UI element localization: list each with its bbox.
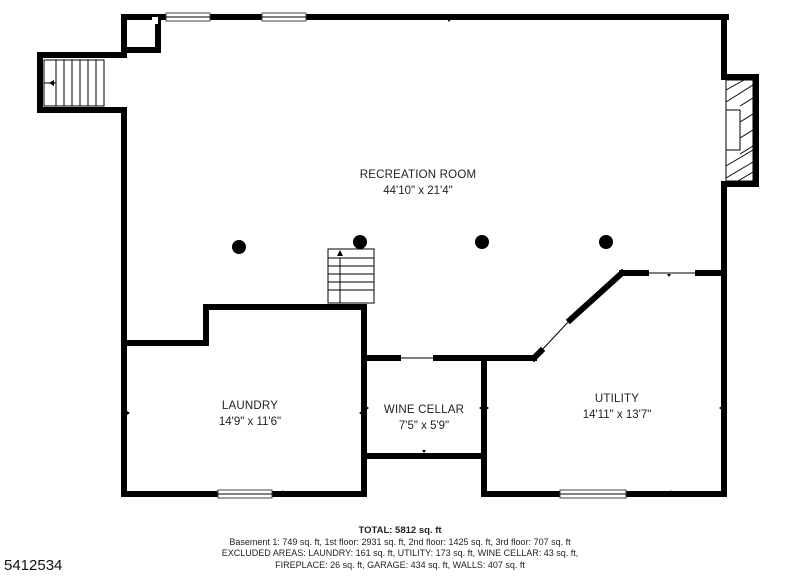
- wine-cellar-dims: 7'5" x 5'9": [399, 420, 449, 432]
- doorways: [363, 307, 436, 359]
- total-area: TOTAL: 5812 sq. ft: [358, 525, 442, 536]
- interior-walls: [121, 268, 727, 497]
- laundry-name: LAUNDRY: [222, 400, 278, 412]
- wine-cellar-name: WINE CELLAR: [384, 404, 464, 416]
- excluded-areas-cont: FIREPLACE: 26 sq. ft, GARAGE: 434 sq. ft…: [275, 559, 525, 570]
- fireplace: [725, 79, 754, 182]
- excluded-areas: EXCLUDED AREAS: LAUNDRY: 161 sq. ft, UTI…: [221, 548, 579, 558]
- floor-plan: RECREATION ROOM 44'10" x 21'4" LAUNDRY 1…: [37, 12, 759, 499]
- recreation-room-name: RECREATION ROOM: [360, 169, 477, 181]
- floor-areas: Basement 1: 749 sq. ft, 1st floor: 2931 …: [229, 536, 571, 547]
- column-1: [232, 240, 246, 254]
- recreation-room-dims: 44'10" x 21'4": [383, 185, 452, 197]
- column-2: [353, 235, 367, 249]
- area-summary: TOTAL: 5812 sq. ft Basement 1: 749 sq. f…: [0, 525, 800, 571]
- column-3: [475, 235, 489, 249]
- exterior-stairs: [43, 59, 105, 107]
- top-left-closet: [121, 14, 161, 53]
- column-4: [599, 235, 613, 249]
- utility-name: UTILITY: [595, 393, 639, 405]
- utility-dims: 14'11" x 13'7": [583, 409, 652, 421]
- support-columns: [232, 235, 613, 254]
- windows: [165, 12, 627, 499]
- listing-id: 5412534: [4, 557, 63, 574]
- laundry-dims: 14'9" x 11'6": [219, 416, 281, 428]
- interior-stairs: [327, 248, 375, 304]
- wall-markers: [127, 19, 722, 494]
